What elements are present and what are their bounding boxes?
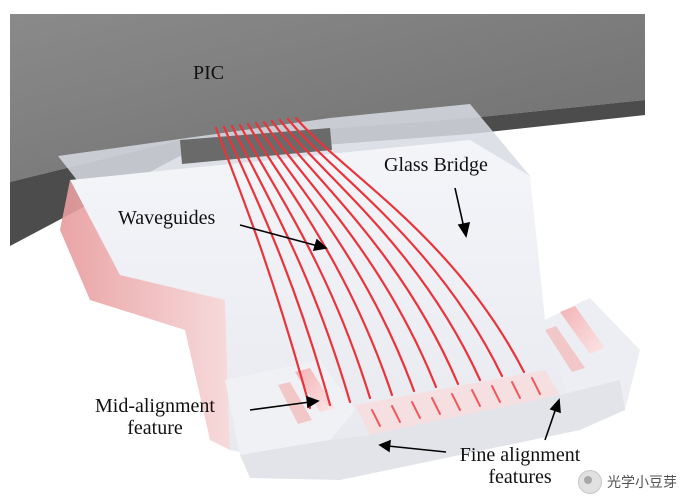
mid-alignment-label: Mid-alignment feature	[80, 395, 230, 439]
fine-alignment-groove-right	[560, 306, 605, 354]
fine-alignment-label-line2: features	[488, 466, 552, 488]
watermark: 光学小豆芽	[578, 470, 677, 494]
glass-bridge	[58, 104, 640, 480]
arrow-waveguides	[239, 224, 328, 252]
fine-alignment-label-line1: Fine alignment	[459, 444, 581, 466]
mid-alignment-groove-2	[278, 382, 312, 424]
waveguides-label: Waveguides	[118, 207, 216, 229]
arrow-glass-bridge	[454, 187, 471, 239]
facet-spot-2	[391, 405, 401, 423]
arrow-fine-alignment-left	[378, 439, 447, 453]
facet-spot-7	[491, 385, 501, 403]
glass-bridge-label: Glass Bridge	[384, 154, 488, 176]
pic-top-surface	[10, 14, 645, 182]
waveguide-7	[262, 120, 438, 389]
output-facet	[355, 370, 560, 435]
fine-alignment-label: Fine alignment features	[445, 444, 595, 488]
facet-light-spots	[371, 377, 541, 427]
bridge-bottom-face	[240, 380, 625, 480]
pic-label: PIC	[193, 62, 225, 84]
mid-alignment-label-line1: Mid-alignment	[95, 395, 215, 417]
waveguide-4	[238, 123, 372, 400]
mid-alignment-groove	[295, 368, 335, 412]
facet-spot-6	[471, 389, 481, 407]
waveguide-3	[230, 124, 352, 404]
watermark-text: 光学小豆芽	[607, 475, 677, 491]
waveguide-11	[294, 116, 526, 374]
arrow-fine-alignment-right	[544, 398, 561, 441]
waveguide-9	[278, 118, 482, 382]
facet-spot-9	[531, 377, 541, 395]
waveguide-2	[222, 125, 332, 407]
facet-spot-5	[451, 393, 461, 411]
waveguide-5	[246, 122, 394, 397]
waveguide-8	[270, 119, 460, 386]
mid-alignment-label-line2: feature	[127, 417, 183, 439]
watermark-logo-icon	[578, 470, 602, 494]
arrow-mid-alignment	[249, 395, 320, 411]
facet-spot-8	[511, 381, 521, 399]
waveguide-6	[254, 121, 416, 393]
facet-spot-4	[431, 397, 441, 415]
facet-spot-1	[371, 409, 381, 427]
bridge-left-face	[60, 180, 230, 450]
annotation-arrows	[239, 187, 561, 453]
waveguide-bundle	[214, 116, 526, 410]
fine-alignment-groove-right-2	[545, 326, 585, 372]
waveguide-10	[286, 117, 504, 378]
facet-spot-3	[411, 401, 421, 419]
waveguide-1	[214, 126, 312, 410]
